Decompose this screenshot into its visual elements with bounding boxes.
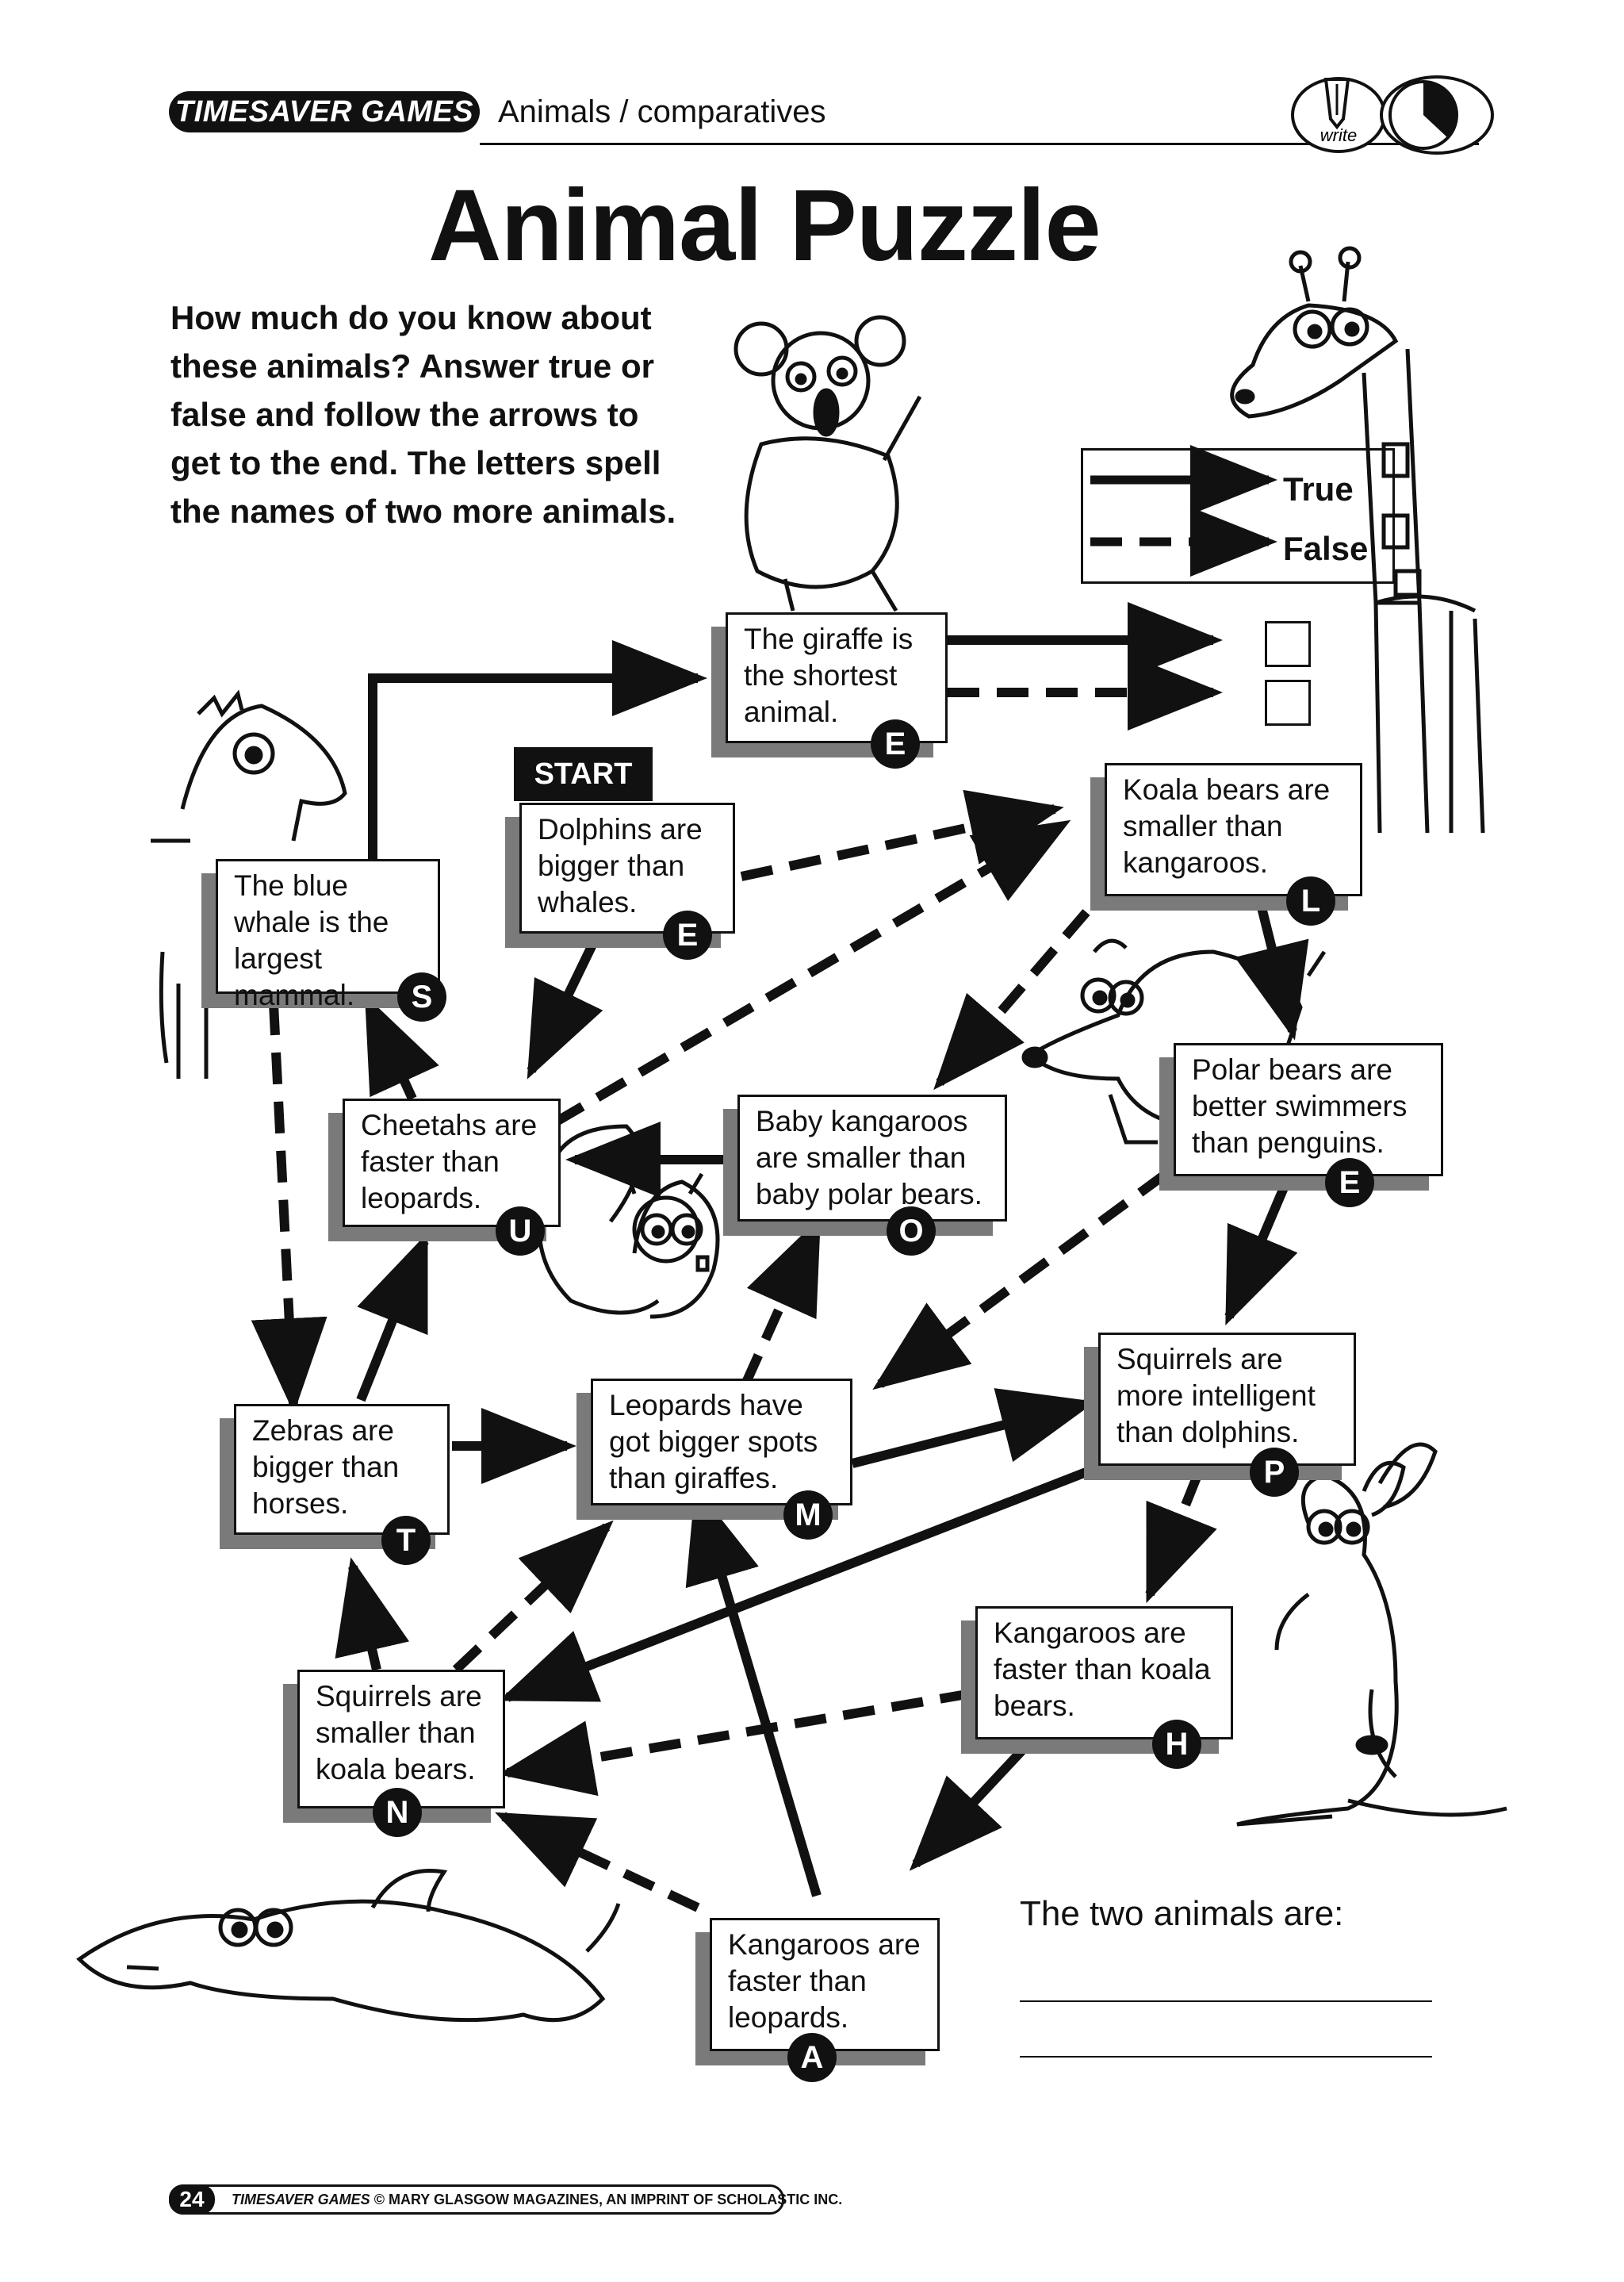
question-text: Kangaroos are faster than koala bears.: [994, 1617, 1211, 1722]
question-text: Squirrels are smaller than koala bears.: [316, 1680, 482, 1785]
question-kangaroos-leopards[interactable]: Kangaroos are faster than leopards. A: [710, 1918, 940, 2082]
letter-badge: E: [871, 719, 920, 769]
arrow-zebras-to-cheetahs: [356, 1232, 429, 1402]
question-cheetahs[interactable]: Cheetahs are faster than leopards. U: [343, 1099, 561, 1256]
arrow-squirrels-to-kangaroos: [1145, 1473, 1217, 1604]
answer-true-box[interactable]: [1265, 621, 1311, 667]
letter-badge: E: [663, 911, 712, 960]
giraffe-illustration: [1230, 246, 1485, 834]
question-text: Koala bears are smaller than kangaroos.: [1123, 773, 1331, 879]
topic-label: Animals / comparatives: [498, 94, 826, 129]
arrow-kangaroos-koala-to-leopards: [909, 1737, 1035, 1871]
question-text: The giraffe is the shortest animal.: [744, 623, 914, 728]
koala-illustration: [733, 315, 922, 612]
question-kangaroos-koala[interactable]: Kangaroos are faster than koala bears. H: [975, 1606, 1233, 1769]
letter-badge: H: [1152, 1720, 1201, 1769]
start-label: START: [514, 747, 653, 801]
question-squirrels-smaller[interactable]: Squirrels are smaller than koala bears. …: [297, 1670, 505, 1837]
header-divider: [480, 143, 1479, 145]
question-text: Squirrels are more intelligent than dolp…: [1116, 1343, 1316, 1448]
question-text: Leopards have got bigger spots than gira…: [609, 1389, 818, 1494]
arrow-whale-to-giraffe: [368, 640, 707, 865]
arrow-leopards-to-baby: [741, 1217, 822, 1386]
arrow-small-to-zebras: [335, 1557, 410, 1671]
question-squirrels-intelligent[interactable]: Squirrels are more intelligent than dolp…: [1098, 1333, 1356, 1497]
arrow-dolphins-to-cheetahs: [527, 938, 603, 1080]
horse-illustration: [151, 689, 347, 1079]
arrow-whale-to-zebras: [251, 1003, 327, 1413]
question-text: The blue whale is the largest mammal.: [234, 869, 389, 1011]
letter-badge: P: [1250, 1448, 1299, 1497]
question-koala[interactable]: Koala bears are smaller than kangaroos. …: [1105, 763, 1362, 926]
question-baby-kangaroos[interactable]: Baby kangaroos are smaller than baby pol…: [737, 1095, 1007, 1256]
letter-badge: U: [496, 1206, 545, 1256]
legend-false-label: False: [1283, 530, 1369, 567]
question-polar-bears[interactable]: Polar bears are better swimmers than pen…: [1174, 1043, 1443, 1207]
letter-badge: S: [397, 972, 446, 1022]
letter-badge: E: [1325, 1158, 1374, 1207]
arrow-small-to-leopards: [452, 1520, 614, 1674]
question-blue-whale[interactable]: The blue whale is the largest mammal. S: [216, 859, 446, 1022]
kangaroo-illustration: [1236, 1442, 1507, 1827]
question-dolphins[interactable]: Dolphins are bigger than whales. E: [519, 803, 735, 960]
footer-copyright: © MARY GLASGOW MAGAZINES, AN IMPRINT OF …: [373, 2192, 843, 2207]
arrow-kangaroos-koala-to-small: [498, 1689, 973, 1797]
flow-arrows: [251, 602, 1309, 1912]
letter-badge: O: [887, 1206, 936, 1256]
letter-badge: M: [783, 1490, 833, 1540]
arrow-leopards-to-squirrels: [851, 1388, 1096, 1468]
answer-prompt: The two animals are:: [1020, 1894, 1344, 1933]
arrow-cheetahs-to-whale: [364, 995, 439, 1101]
letter-badge: N: [373, 1788, 422, 1837]
footer-credit: TIMESAVER GAMES © MARY GLASGOW MAGAZINES…: [232, 2188, 842, 2211]
footer-series: TIMESAVER GAMES: [232, 2192, 370, 2207]
question-text: Baby kangaroos are smaller than baby pol…: [756, 1105, 982, 1210]
arrow-koala-to-polar: [1235, 903, 1309, 1041]
arrow-kl-to-small: [495, 1812, 700, 1912]
letter-badge: L: [1286, 876, 1335, 926]
question-text: Zebras are bigger than horses.: [252, 1414, 400, 1520]
question-text: Dolphins are bigger than whales.: [538, 813, 703, 919]
answer-line-2[interactable]: [1020, 2056, 1432, 2058]
dolphin-illustration: [76, 1869, 621, 2023]
letter-badge: T: [381, 1516, 431, 1565]
answer-false-box[interactable]: [1265, 680, 1311, 726]
instructions: How much do you know about these animals…: [170, 299, 676, 530]
arrow-koala-to-baby: [933, 909, 1090, 1091]
arrow-polar-to-squirrels: [1224, 1183, 1298, 1326]
arrow-polar-to-leopards: [872, 1170, 1169, 1390]
page-title: Animal Puzzle: [428, 169, 1101, 282]
question-text: Kangaroos are faster than leopards.: [728, 1928, 921, 2034]
letter-badge: A: [787, 2033, 837, 2082]
question-zebras[interactable]: Zebras are bigger than horses. T: [234, 1404, 450, 1565]
series-badge: TIMESAVER GAMES: [169, 91, 480, 132]
question-giraffe[interactable]: The giraffe is the shortest animal. E: [726, 612, 948, 769]
arrow-squirrels-intel-to-small: [498, 1463, 1101, 1702]
answer-line-1[interactable]: [1020, 2000, 1432, 2002]
question-text: Cheetahs are faster than leopards.: [361, 1109, 538, 1214]
question-leopards[interactable]: Leopards have got bigger spots than gira…: [591, 1379, 852, 1540]
arrow-dolphins-to-koala: [740, 789, 1064, 881]
arrow-kl-to-leopards: [685, 1486, 822, 1897]
legend-true-label: True: [1283, 470, 1354, 508]
page-number: 24: [169, 2184, 215, 2215]
question-text: Polar bears are better swimmers than pen…: [1192, 1053, 1408, 1159]
